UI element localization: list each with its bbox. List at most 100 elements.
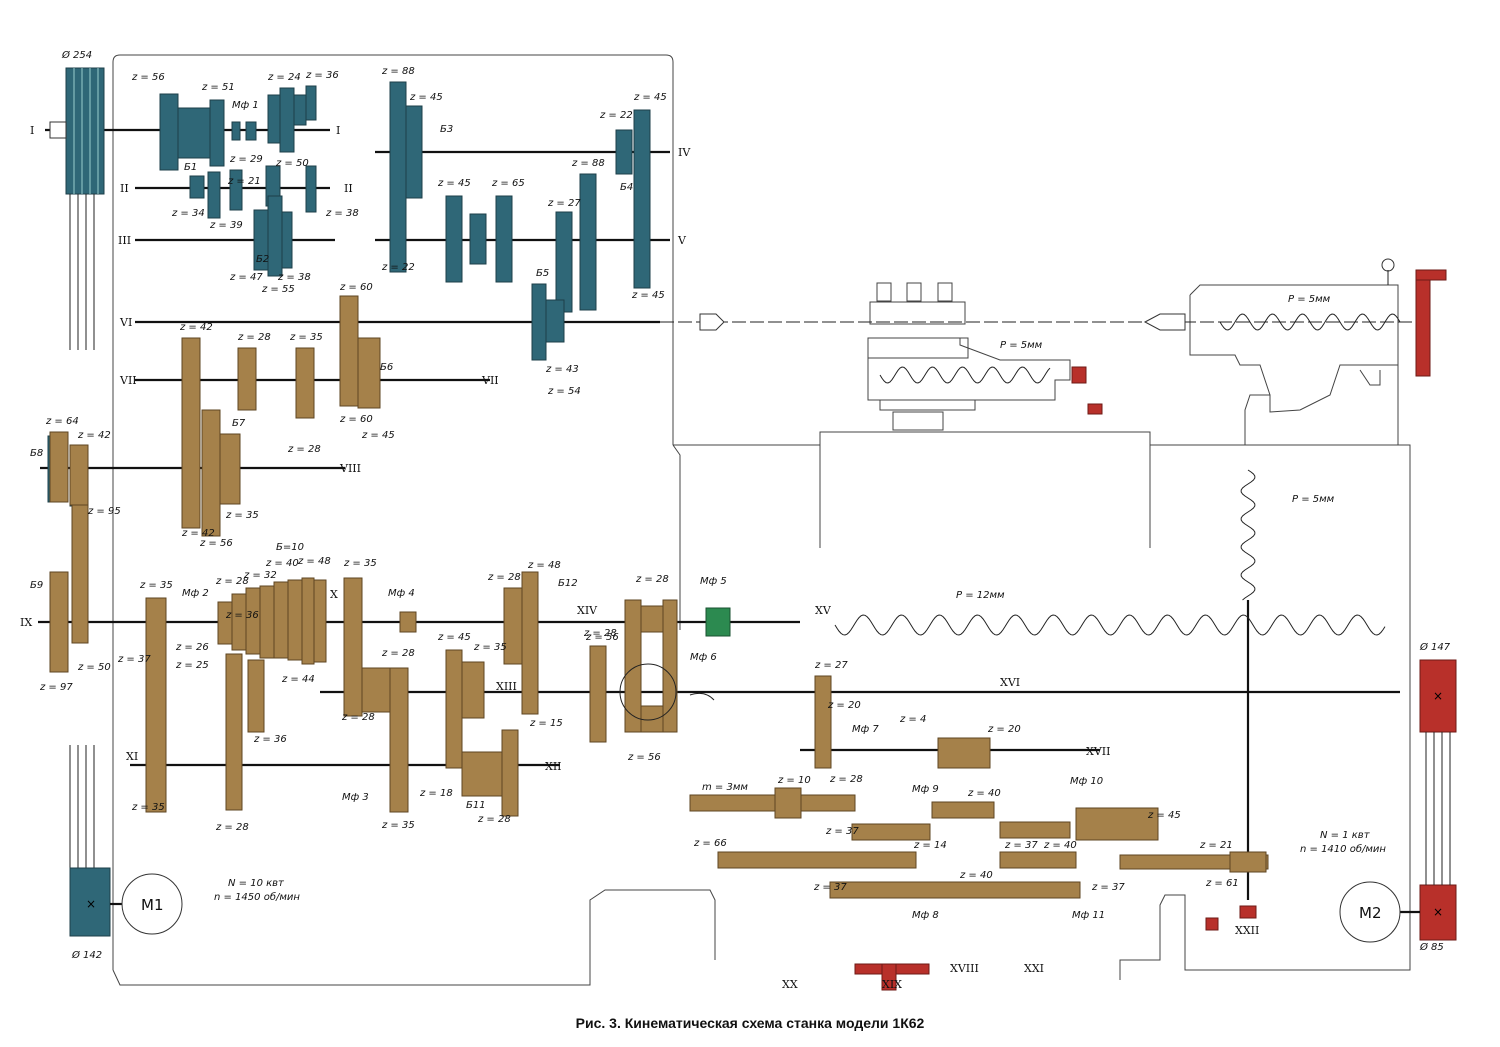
- gear-z-label: z = 60: [339, 414, 373, 425]
- gear-z-label: z = 28: [477, 814, 511, 825]
- shafts: [38, 128, 1430, 900]
- gear-z-label: z = 20: [987, 724, 1021, 735]
- gear-z-label: z = 20: [827, 700, 861, 711]
- pitch-label: P = 5мм: [1292, 494, 1335, 505]
- apron-handle-xxii[interactable]: [1205, 905, 1257, 931]
- shaft-label: XIII: [496, 680, 517, 693]
- motor-pulley-m2-bottom: ×: [1419, 884, 1457, 941]
- gear-z-label: z = 97: [39, 682, 73, 693]
- main-pulley: [49, 67, 105, 195]
- main-belt: [69, 194, 95, 870]
- shaft-label: II: [120, 182, 129, 195]
- shaft-label: I: [336, 124, 340, 137]
- pitch-label: P = 12мм: [956, 590, 1005, 601]
- shaft-label: V: [677, 234, 687, 247]
- gear-z-label: z = 43: [545, 364, 579, 375]
- coupling-label: Мф 6: [690, 652, 717, 663]
- svg-text:×: ×: [1433, 905, 1443, 919]
- shaft-label: XV: [815, 604, 832, 617]
- gear-z-label: z = 42: [179, 322, 213, 333]
- shaft-label: VII: [481, 374, 499, 387]
- gear-z-label: z = 34: [171, 208, 205, 219]
- headstock-gears: [47, 81, 651, 507]
- coupling-label: Мф 9: [912, 784, 939, 795]
- gear-z-label: z = 28: [215, 576, 249, 587]
- gear-z-label: z = 35: [381, 820, 415, 831]
- gear-z-label: z = 64: [45, 416, 79, 427]
- gear-z-label: z = 48: [297, 556, 331, 567]
- gear-z-label: z = 88: [571, 158, 605, 169]
- gear-z-label: z = 44: [281, 674, 315, 685]
- gear-z-label: z = 36: [305, 70, 339, 81]
- shaft-label: XVI: [1000, 676, 1020, 689]
- gear-z-label: z = 55: [261, 284, 295, 295]
- gear-z-label: z = 28: [583, 628, 617, 639]
- shaft-label: XI: [126, 750, 138, 763]
- gear-z-label: z = 14: [913, 840, 947, 851]
- pulley-labels: Ø 254 Ø 142 Ø 147 Ø 85: [61, 49, 1451, 961]
- coupling-label: Мф 11: [1072, 910, 1105, 921]
- shaft-label: VI: [119, 316, 132, 329]
- gear-z-label: z = 28: [341, 712, 375, 723]
- svg-text:×: ×: [1433, 689, 1443, 703]
- gear-z-label: z = 56: [199, 538, 233, 549]
- block-label: Б12: [558, 578, 578, 589]
- svg-text:×: ×: [86, 897, 96, 911]
- lead-screw: [834, 614, 1386, 636]
- gear-z-label: z = 40: [967, 788, 1001, 799]
- block-label: Б8: [30, 448, 43, 459]
- shaft-label: I: [30, 124, 34, 137]
- gear-z-label: z = 22: [599, 110, 633, 121]
- figure-caption: Рис. 3. Кинематическая схема станка моде…: [576, 1015, 925, 1031]
- pulley-label: Ø 147: [1419, 641, 1451, 653]
- gear-z-label: z = 28: [237, 332, 271, 343]
- clutch-mf5: [705, 607, 731, 637]
- tailstock-handwheel[interactable]: [1415, 269, 1447, 377]
- gear-z-label: z = 35: [225, 510, 259, 521]
- gear-z-label: z = 28: [215, 822, 249, 833]
- shaft-label: XVII: [1086, 745, 1110, 758]
- gear-z-label: z = 48: [527, 560, 561, 571]
- gear-z-label: z = 37: [1004, 840, 1038, 851]
- pitch-label: m = 3мм: [702, 782, 748, 793]
- gear-z-label: z = 54: [547, 386, 581, 397]
- shaft-label: XII: [545, 760, 562, 773]
- cross-slide-handle[interactable]: [1071, 366, 1103, 415]
- gear-z-label: z = 35: [289, 332, 323, 343]
- tailstock-outline: [1189, 258, 1399, 445]
- gear-z-label: z = 61: [1205, 878, 1239, 889]
- pulley-label: Ø 254: [61, 49, 92, 61]
- pitch-labels: P = 5мм P = 5мм P = 5мм P = 12мм m = 3мм: [702, 294, 1335, 793]
- shaft-label: XXI: [1024, 962, 1044, 975]
- gear-z-label: z = 50: [275, 158, 309, 169]
- shaft-label: XIX: [882, 978, 902, 991]
- motor-m2: [1339, 881, 1420, 943]
- motor-speed: n = 1450 об/мин: [214, 891, 300, 903]
- gear-z-label: z = 15: [529, 718, 563, 729]
- block-label: Б5: [536, 268, 549, 279]
- gear-z-label: z = 45: [437, 178, 471, 189]
- shaft-label: III: [118, 234, 131, 247]
- shaft-label: XIV: [577, 604, 598, 617]
- gear-z-label: z = 38: [277, 272, 311, 283]
- gear-z-label: z = 42: [77, 430, 111, 441]
- gear-z-label: z = 35: [131, 802, 165, 813]
- gear-z-label: z = 47: [229, 272, 263, 283]
- gear-z-label: z = 27: [814, 660, 848, 671]
- gear-z-label: z = 35: [343, 558, 377, 569]
- block-label: Б11: [466, 800, 486, 811]
- motor-pulley-m2-top: ×: [1419, 659, 1457, 733]
- shaft-label: IV: [678, 146, 691, 159]
- gear-z-label: z = 37: [813, 882, 847, 893]
- gear-z-label: z = 95: [87, 506, 121, 517]
- motor-labels: M1 N = 10 квт n = 1450 об/мин M2 N = 1 к…: [141, 830, 1386, 922]
- shaft-labels: I I II II III IV V VI VII VII VIII IX X …: [20, 124, 1259, 991]
- apron-handle-xix[interactable]: [854, 963, 930, 991]
- gear-z-label: z = 51: [201, 82, 235, 93]
- shaft-label: XVIII: [950, 962, 979, 975]
- gear-z-label: z = 45: [409, 92, 443, 103]
- headstock-frame: [112, 54, 1411, 986]
- shaft-label: VII: [119, 374, 137, 387]
- coupling-labels: Мф 1 Мф 2 Мф 3 Мф 4 Мф 5 Мф 6 Мф 7 Мф 8 …: [182, 100, 1105, 921]
